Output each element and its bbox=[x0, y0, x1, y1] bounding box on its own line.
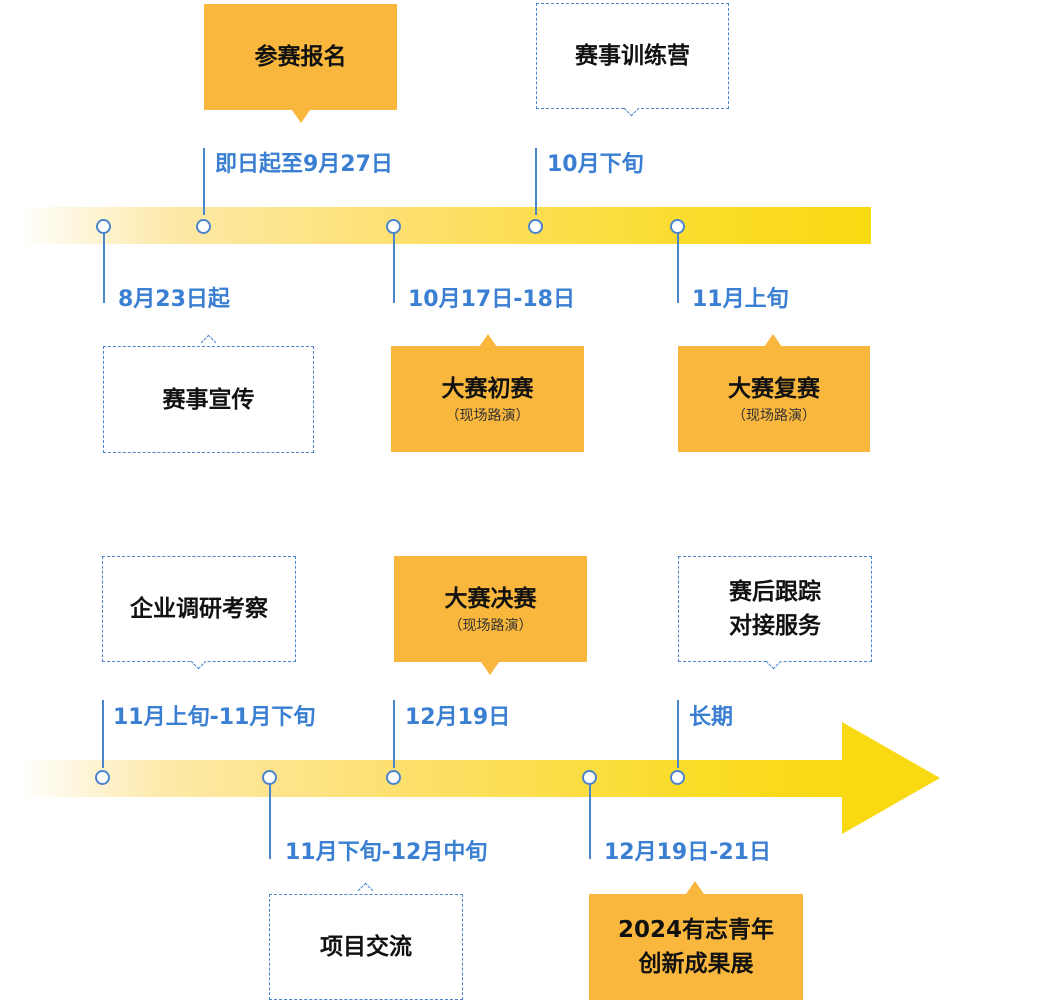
timeline-node bbox=[386, 219, 401, 234]
timeline-stem bbox=[103, 233, 105, 303]
event-date: 12月19日 bbox=[405, 705, 511, 730]
box-pointer bbox=[481, 662, 499, 675]
event-title-line1: 赛后跟踪 bbox=[729, 579, 821, 605]
event-box-semifinal: 大赛复赛 （现场路演） bbox=[678, 346, 870, 452]
event-date: 12月19日-21日 bbox=[604, 840, 771, 865]
event-box-company-visit: 企业调研考察 bbox=[102, 556, 296, 662]
event-date: 11月上旬 bbox=[692, 287, 789, 312]
event-title: 大赛复赛 bbox=[728, 376, 820, 402]
event-title: 赛事宣传 bbox=[162, 386, 255, 413]
event-date: 长期 bbox=[689, 705, 734, 730]
event-date: 10月下旬 bbox=[547, 152, 644, 177]
box-pointer bbox=[764, 334, 782, 347]
event-date: 8月23日起 bbox=[118, 287, 230, 312]
timeline-band-top bbox=[18, 207, 871, 244]
box-pointer bbox=[292, 110, 310, 123]
timeline-node bbox=[95, 770, 110, 785]
timeline-stem bbox=[102, 700, 104, 768]
timeline-stem bbox=[393, 700, 395, 768]
event-title-line2: 对接服务 bbox=[729, 613, 821, 639]
timeline-band-bottom bbox=[18, 760, 848, 797]
timeline-stem bbox=[677, 700, 679, 768]
event-title: 项目交流 bbox=[320, 934, 412, 960]
timeline-stem bbox=[203, 148, 205, 215]
event-box-registration: 参赛报名 bbox=[204, 4, 397, 110]
event-date: 10月17日-18日 bbox=[408, 287, 575, 312]
timeline-arrow-icon bbox=[842, 722, 940, 834]
event-title: 大赛初赛 bbox=[441, 376, 534, 402]
event-box-innovation-expo: 2024有志青年 创新成果展 bbox=[589, 894, 803, 1000]
event-subtitle: （现场路演） bbox=[445, 408, 530, 424]
event-title: 参赛报名 bbox=[254, 44, 347, 70]
timeline-stem bbox=[589, 784, 591, 859]
event-box-final: 大赛决赛 （现场路演） bbox=[394, 556, 587, 662]
event-box-training-camp: 赛事训练营 bbox=[536, 3, 729, 109]
timeline-stem bbox=[393, 233, 395, 303]
event-title-line1: 2024有志青年 bbox=[617, 917, 774, 943]
timeline-node bbox=[96, 219, 111, 234]
timeline-node bbox=[670, 770, 685, 785]
timeline-node bbox=[262, 770, 277, 785]
event-title: 赛事训练营 bbox=[575, 43, 690, 69]
event-subtitle: （现场路演） bbox=[448, 618, 533, 634]
box-pointer bbox=[686, 881, 704, 894]
timeline-node bbox=[196, 219, 211, 234]
event-date: 11月下旬-12月中旬 bbox=[285, 840, 488, 865]
event-box-preliminary: 大赛初赛 （现场路演） bbox=[391, 346, 584, 452]
event-subtitle: （现场路演） bbox=[732, 408, 816, 424]
event-title: 企业调研考察 bbox=[130, 596, 268, 622]
event-date: 11月上旬-11月下旬 bbox=[113, 705, 316, 730]
event-box-project-exchange: 项目交流 bbox=[269, 894, 463, 1000]
box-pointer bbox=[479, 334, 497, 347]
timeline-node bbox=[528, 219, 543, 234]
timeline-node bbox=[670, 219, 685, 234]
timeline-stem bbox=[269, 784, 271, 859]
event-title: 大赛决赛 bbox=[444, 586, 537, 612]
event-box-followup-service: 赛后跟踪 对接服务 bbox=[678, 556, 872, 662]
timeline-node bbox=[386, 770, 401, 785]
event-box-promotion: 赛事宣传 bbox=[103, 346, 314, 453]
event-title-line2: 创新成果展 bbox=[638, 951, 754, 977]
timeline-stem bbox=[677, 233, 679, 303]
timeline-node bbox=[582, 770, 597, 785]
event-date: 即日起至9月27日 bbox=[215, 152, 393, 177]
timeline-stem bbox=[535, 148, 537, 215]
